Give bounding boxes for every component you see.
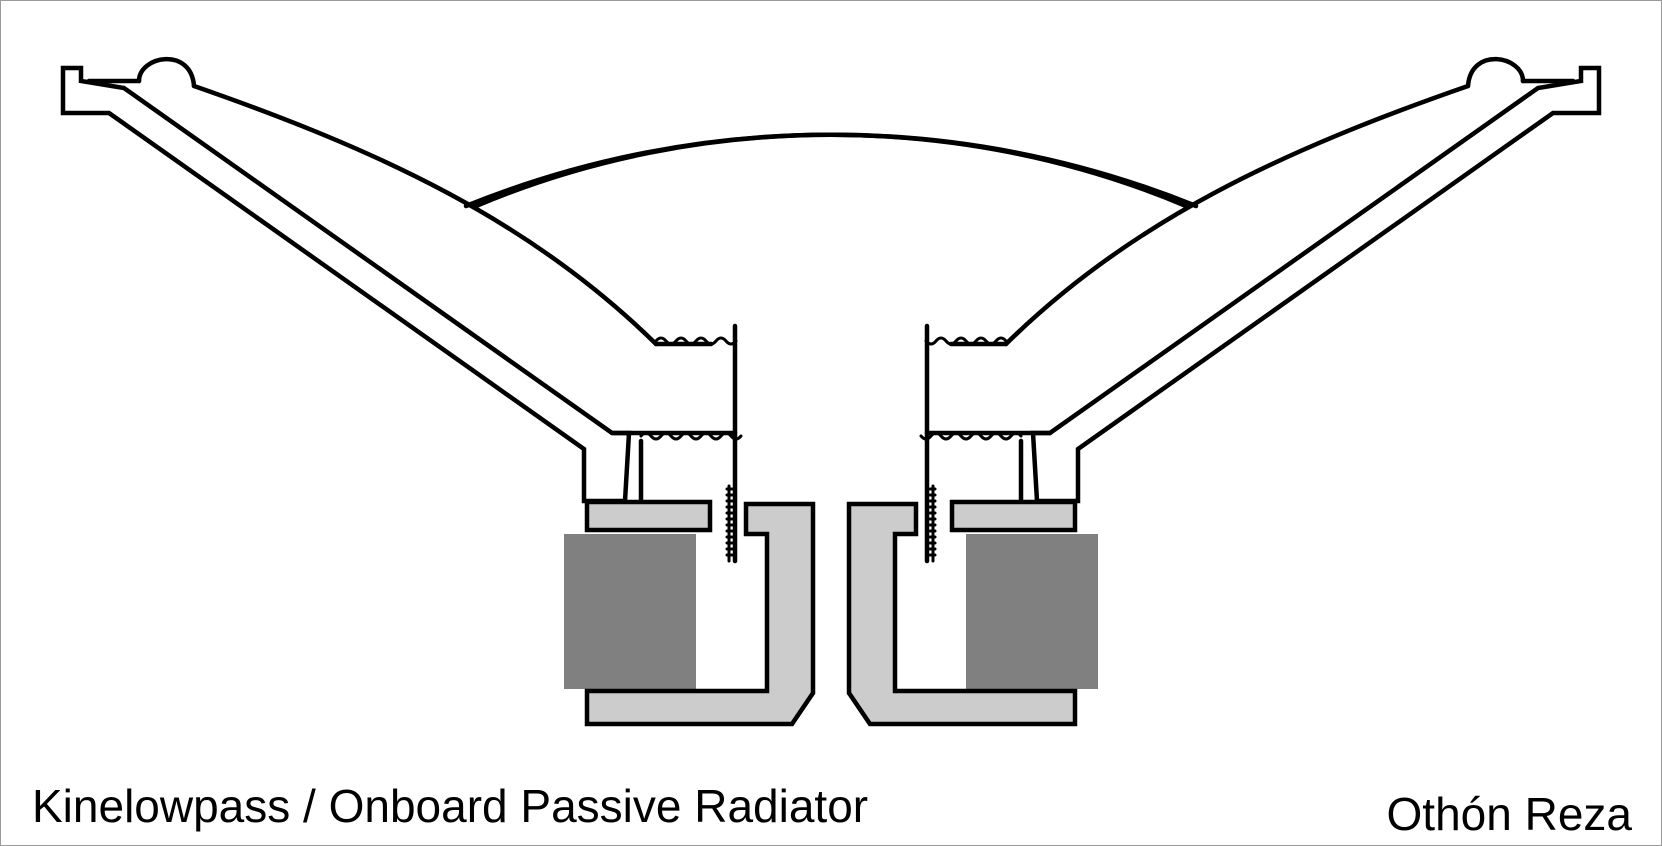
cone (191, 83, 659, 347)
spider-top (654, 336, 738, 346)
top-plate (584, 499, 713, 533)
pole-piece (584, 501, 816, 727)
author-credit: Othón Reza (1386, 788, 1632, 840)
surround-roll (136, 56, 197, 89)
magnet (564, 534, 696, 689)
basket-frame (60, 65, 632, 504)
voice-coil-windings (725, 484, 734, 563)
diagram-title: Kinelowpass / Onboard Passive Radiator (32, 780, 869, 832)
